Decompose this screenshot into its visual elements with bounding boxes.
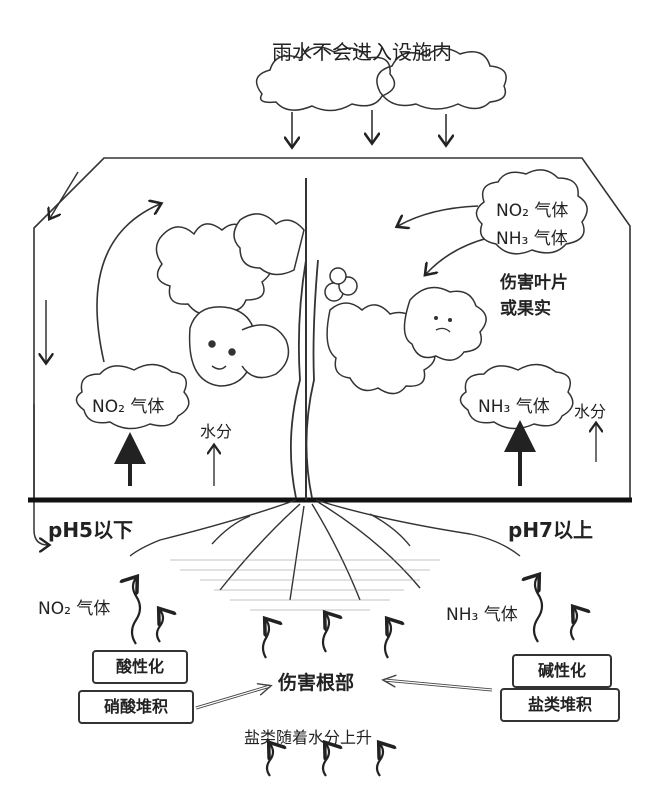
gas-arrow [398, 205, 479, 226]
ph-left-label: pH5以下 [48, 518, 133, 542]
gas-rise-arrow [96, 204, 160, 363]
tomato-leaves [155, 213, 487, 395]
water-right-label: 水分 [574, 402, 607, 421]
cloud-right-label: NH₃ 气体 [478, 397, 550, 417]
greenhouse-frame [33, 157, 631, 500]
damage-roots-label: 伤害根部 [278, 672, 355, 694]
gas-cloud-top-right [475, 169, 588, 255]
plant-roots [129, 499, 521, 601]
box-salt: 盐类堆积 [500, 688, 620, 722]
gas-cloud-right [459, 363, 574, 430]
water-left-label: 水分 [200, 422, 233, 441]
gas-cloud-left [75, 363, 190, 430]
damage-fruit-label: 或果实 [500, 299, 551, 319]
cloud-left-label: NO₂ 气体 [92, 397, 165, 417]
box-acidification: 酸性化 [92, 650, 188, 684]
soil-gas-left-label: NO₂ 气体 [38, 599, 111, 619]
ph-right-label: pH7以上 [508, 518, 593, 542]
rain-cloud [255, 46, 507, 112]
salt-rise-label: 盐类随着水分上升 [244, 728, 373, 747]
box-nitrate: 硝酸堆积 [78, 690, 194, 724]
title-text: 雨水不会进入设施内 [272, 40, 452, 64]
gas-no2-label: NO₂ 气体 [496, 201, 569, 221]
damage-leaves-label: 伤害叶片 [500, 273, 568, 293]
plant-stem [289, 259, 319, 499]
box-alkalization: 碱性化 [512, 654, 612, 688]
soil-gas-right-label: NH₃ 气体 [446, 605, 518, 625]
gas-nh3-label: NH₃ 气体 [496, 229, 568, 249]
cartoon-character [188, 306, 290, 387]
gas-arrow [426, 237, 489, 274]
